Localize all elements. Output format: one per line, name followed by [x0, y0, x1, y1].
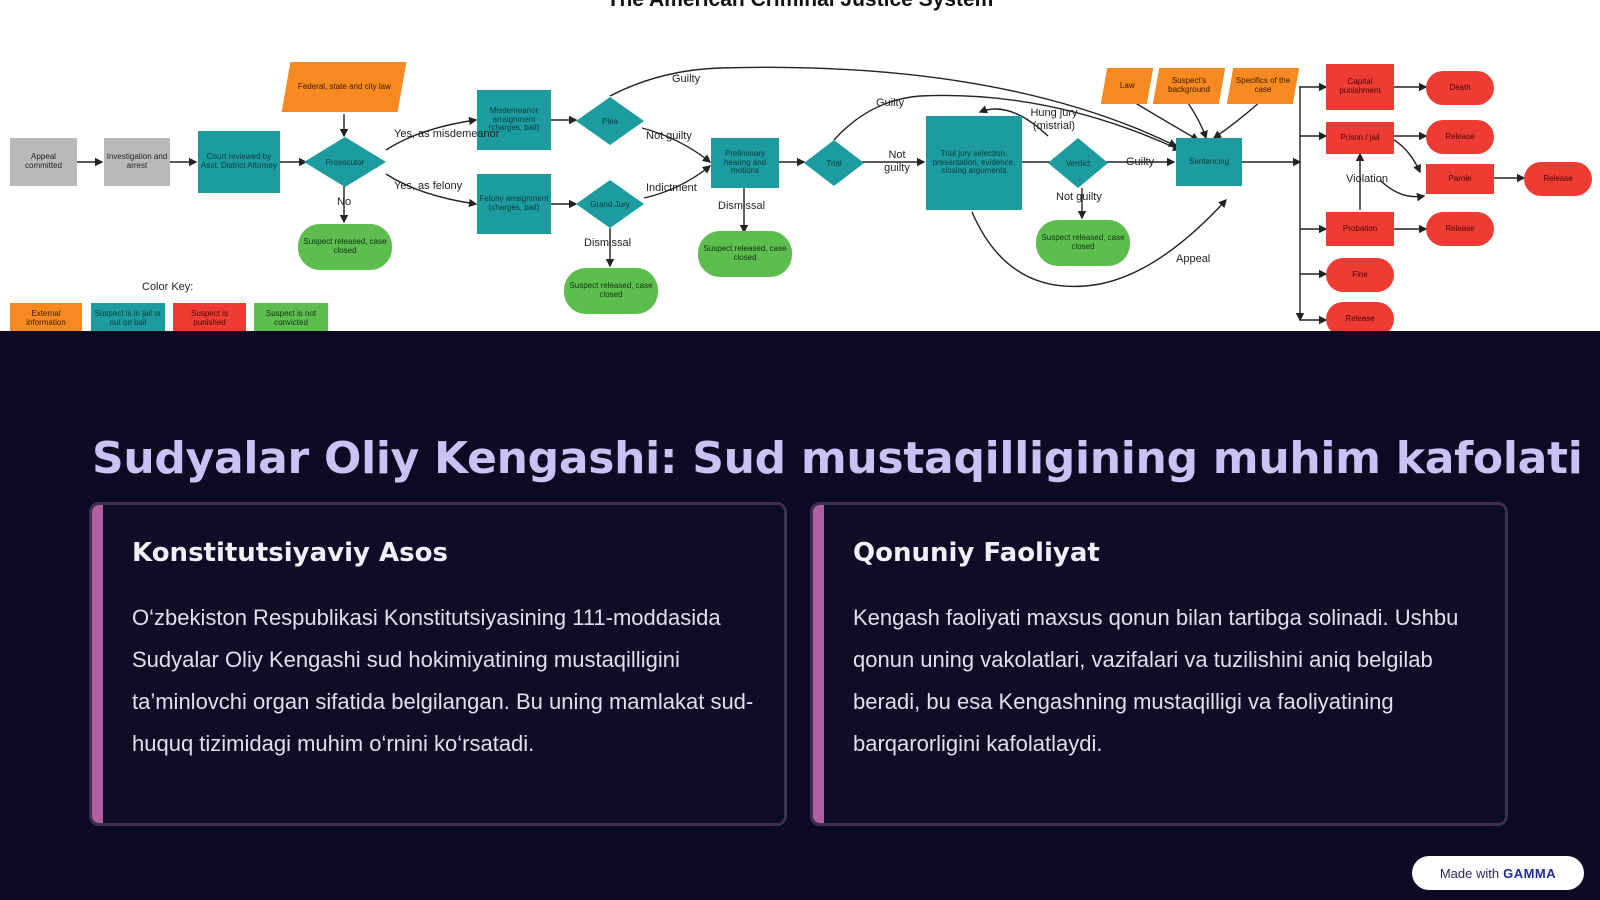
- card-legal-activity: Qonuniy Faoliyat Kengash faoliyati maxsu…: [810, 502, 1508, 826]
- node-trial-1: Trial: [804, 140, 864, 186]
- node-probation: Probation: [1326, 212, 1394, 246]
- node-death: Death: [1426, 71, 1494, 105]
- edge-label-guilty-3: Guilty: [1126, 156, 1155, 168]
- edge-label-yes-felony: Yes, as felony: [394, 180, 463, 192]
- node-appeal-committed: Appeal committed: [10, 138, 77, 186]
- node-sentencing: Sentencing: [1176, 138, 1242, 186]
- edge-label-violation: Violation: [1346, 173, 1388, 185]
- node-released-4: Suspect released, case closed: [1036, 220, 1130, 266]
- edge-label-not-guilty-3: Not guilty: [1056, 191, 1102, 203]
- edge-label-indictment: Indictment: [646, 182, 697, 194]
- card-text: Kengash faoliyati maxsus qonun bilan tar…: [853, 605, 1459, 756]
- color-key-title: Color Key:: [142, 281, 194, 293]
- node-misdemeanor: Misdemeanor arraignment (charges, bail): [477, 90, 551, 150]
- node-release-2: Release: [1426, 212, 1494, 246]
- node-investigation: Investigation and arrest: [104, 138, 170, 186]
- node-prison: Prison / jail: [1326, 122, 1394, 154]
- color-key-not-convicted: Suspect is not convicted: [254, 303, 328, 331]
- card-accent-bar: [92, 505, 103, 823]
- color-key-jail: Suspect is in jail or out on bail: [91, 303, 165, 331]
- made-with-gamma-badge[interactable]: Made with GAMMA: [1412, 856, 1584, 890]
- card-text: O‘zbekiston Respublikasi Konstitutsiyasi…: [132, 605, 754, 756]
- node-parole: Parole: [1426, 164, 1494, 194]
- edge-label-not-guilty: Not guilty: [646, 130, 692, 142]
- node-trial-2: Trial jury selection, presentation, evid…: [926, 116, 1022, 210]
- node-released-1: Suspect released, case closed: [298, 224, 392, 270]
- gamma-logo: GAMMA: [1503, 865, 1557, 881]
- node-plea: Plea: [576, 97, 644, 145]
- edge-label-not-guilty-2: Not guilty: [884, 149, 910, 174]
- color-key-punished: Suspect is punished: [173, 303, 246, 331]
- edge-label-guilty: Guilty: [672, 73, 701, 85]
- diagram-title: The American Criminal Justice System: [0, 0, 1600, 12]
- edge-label-dismissal-2: Dismissal: [718, 200, 766, 212]
- node-prosecutor: Prosecutor: [304, 137, 386, 187]
- edge-label-dismissal-1: Dismissal: [584, 237, 632, 249]
- node-release-1: Release: [1426, 120, 1494, 154]
- criminal-justice-flowchart: The American Criminal Justice System App…: [0, 0, 1600, 331]
- node-court-reviewed: Court reviewed by Asst. District Attorne…: [198, 131, 280, 193]
- node-grand-jury: Grand Jury: [576, 180, 644, 228]
- node-fine: Fine: [1326, 258, 1394, 292]
- card-constitutional-basis: Konstitutsiyaviy Asos O‘zbekiston Respub…: [89, 502, 787, 826]
- card-accent-bar: [813, 505, 824, 823]
- node-law: Law: [1100, 68, 1154, 104]
- badge-prefix: Made with: [1439, 865, 1500, 881]
- card-title: Qonuniy Faoliyat: [853, 538, 1100, 568]
- edge-label-yes-misdemeanor: Yes, as misdemeanor: [394, 128, 500, 140]
- node-suspect-background: Suspect's background: [1152, 68, 1226, 104]
- color-key-external: External information: [10, 303, 82, 331]
- node-federal-law: Federal, state and city law: [281, 62, 407, 112]
- node-released-3: Suspect released, case closed: [698, 231, 792, 277]
- edge-label-no: No: [337, 196, 352, 208]
- edge-label-appeal: Appeal: [1176, 253, 1211, 265]
- node-release-4: Release: [1326, 302, 1394, 331]
- node-released-2: Suspect released, case closed: [564, 268, 658, 314]
- node-preliminary: Preliminary hearing and motions: [711, 138, 779, 188]
- edge-label-hung-jury: Hung jury (mistrial): [1030, 107, 1078, 132]
- card-title: Konstitutsiyaviy Asos: [132, 538, 448, 568]
- node-release-3: Release: [1524, 162, 1592, 196]
- page-title: Sudyalar Oliy Kengashi: Sud mustaqilligi…: [92, 433, 1583, 485]
- node-verdict: Verdict: [1048, 138, 1108, 188]
- edge-label-guilty-2: Guilty: [876, 97, 905, 109]
- node-capital: Capital punishment: [1326, 64, 1394, 110]
- node-felony: Felony arraignment (charges, bail): [477, 174, 551, 234]
- flowchart-connectors: [77, 66, 1526, 325]
- node-specifics: Specifics of the case: [1226, 68, 1300, 104]
